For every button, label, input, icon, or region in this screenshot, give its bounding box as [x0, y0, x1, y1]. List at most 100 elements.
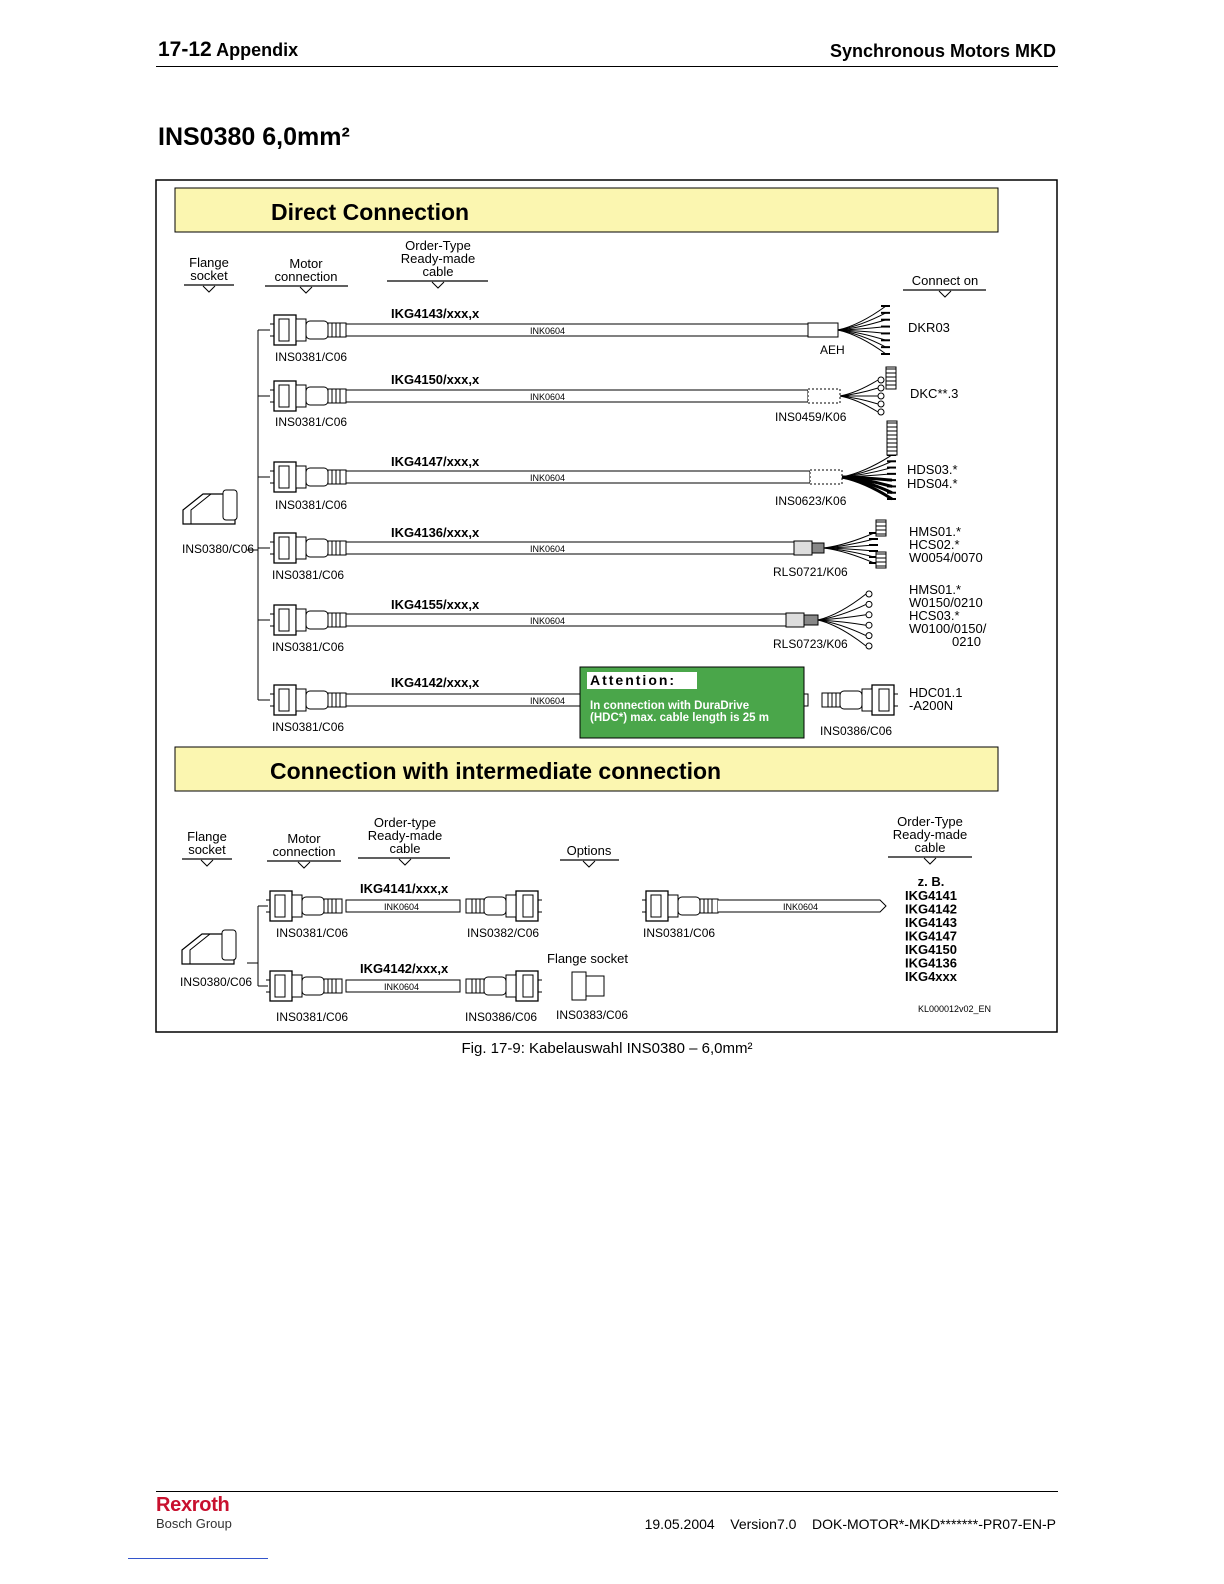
dkc-ring-terminal — [877, 376, 885, 384]
rexroth-logo: Rexroth — [156, 1494, 230, 1516]
footer-version: Version7.0 — [730, 1516, 797, 1532]
connector-gland — [323, 978, 343, 994]
target-device-label: HMS01.* — [909, 524, 961, 539]
order-type-header-arrow-icon — [431, 281, 445, 289]
motor-connection-header-2-text: connection — [273, 844, 336, 859]
socket-flange — [221, 929, 237, 961]
flange-socket-option-label: INS0383/C06 — [556, 1008, 628, 1022]
example-header: z. B. — [918, 874, 945, 889]
order-type-header-text: Ready-made — [401, 251, 475, 266]
order-type-header-2-text: cable — [389, 841, 420, 856]
socket-edge — [190, 493, 212, 524]
order-type-header-2-arrow-icon — [398, 858, 412, 866]
motor-connector-icon — [270, 532, 347, 564]
cable-type-label: INK0604 — [530, 326, 565, 336]
connect-on-header-arrow-icon — [938, 290, 952, 298]
motor-connector-icon — [270, 461, 347, 493]
target-device-label: DKR03 — [908, 320, 950, 335]
example-order-type: IKG4142 — [905, 902, 957, 917]
connector-collar — [667, 894, 679, 918]
attention-text: In connection with DuraDrive — [590, 700, 749, 712]
connector-collar — [505, 894, 517, 918]
connector-gland — [465, 898, 485, 914]
motor-connection-label: INS0381/C06 — [272, 720, 344, 734]
flange-socket-header-2-text: socket — [188, 842, 226, 857]
flange-socket-option-title: Flange socket — [547, 951, 628, 966]
footer-doc-id: DOK-MOTOR*-MKD*******-PR07-EN-P — [811, 1516, 1056, 1532]
flange-socket-option-body — [585, 975, 605, 997]
target-device-label: W0150/0210 — [909, 595, 983, 610]
direct-connection-title: Direct Connection — [271, 199, 469, 225]
motor-connection-label: INS0381/C06 — [272, 568, 344, 582]
motor-connector-icon — [270, 314, 347, 346]
motor-connector-icon-2 — [266, 890, 343, 922]
right-cable-type-label: INK0604 — [783, 902, 818, 912]
connector-face — [278, 688, 290, 712]
order-type-header-2-text: Order-type — [374, 815, 436, 830]
footer-link-line[interactable] — [128, 1558, 268, 1559]
target-device-label: 0210 — [952, 634, 981, 649]
connector-nut — [483, 976, 507, 996]
direct-connection-banner — [174, 187, 999, 233]
connector-collar — [861, 688, 873, 712]
connector-collar — [295, 384, 307, 408]
document-title: Synchronous Motors MKD — [829, 41, 1056, 61]
motor-connector-icon — [270, 380, 347, 412]
footer-info: 19.05.2004 Version7.0 DOK-MOTOR*-MKD****… — [645, 1516, 1056, 1532]
connector-gland — [699, 898, 719, 914]
flange-socket-icon — [182, 489, 238, 525]
hcs-ring-terminal — [865, 611, 873, 619]
coupling-connector-label: INS0386/C06 — [465, 1010, 537, 1024]
dkc-wire — [839, 395, 879, 413]
connector-gland — [327, 540, 347, 556]
connector-face — [278, 608, 290, 632]
motor-connection-label-2: INS0381/C06 — [276, 926, 348, 940]
attention-title: Attention: — [590, 672, 676, 688]
figure-frame — [155, 179, 1058, 1033]
dkc-ring-terminal — [877, 384, 885, 392]
target-device-label: HCS02.* — [909, 537, 960, 552]
end-connector-label: INS0623/K06 — [775, 494, 847, 508]
cable-order-type: IKG4142/xxx,x — [391, 675, 480, 690]
target-device-label: HDS03.* — [907, 462, 958, 477]
cable-order-type: IKG4143/xxx,x — [391, 306, 480, 321]
cable-type-label: INK0604 — [530, 616, 565, 626]
order-type-header-text: cable — [422, 264, 453, 279]
dkc-wire — [839, 379, 879, 397]
hms-plug-lower — [875, 551, 887, 569]
rls-sleeve — [793, 540, 813, 556]
motor-connection-label: INS0381/C06 — [275, 415, 347, 429]
connector-gland — [327, 612, 347, 628]
end-connector-label: INS0459/K06 — [775, 410, 847, 424]
hdc-connector-icon — [821, 684, 898, 716]
dkc-plug — [885, 366, 897, 390]
connector-gland — [327, 469, 347, 485]
flange-socket-header-arrow-icon — [202, 285, 216, 293]
cable-order-type: IKG4147/xxx,x — [391, 454, 480, 469]
connector-nut — [305, 538, 329, 558]
example-order-type: IKG4147 — [905, 929, 957, 944]
connector-gland — [821, 692, 841, 708]
cable-order-type: IKG4150/xxx,x — [391, 372, 480, 387]
connector-face — [650, 894, 662, 918]
connector-face — [278, 465, 290, 489]
order-type-right-header-text: Order-Type — [897, 814, 963, 829]
coupling-connector-label: INS0382/C06 — [467, 926, 539, 940]
dkc-ring-terminal — [877, 400, 885, 408]
hms-plug-upper — [875, 519, 887, 537]
cable-order-type-2: IKG4142/xxx,x — [360, 961, 449, 976]
connector-gland — [327, 692, 347, 708]
hms-wire — [823, 547, 875, 564]
right-motor-connector-icon — [642, 890, 719, 922]
order-type-header-text: Order-Type — [405, 238, 471, 253]
cable-line-2 — [345, 979, 461, 993]
target-device-label: HCS03.* — [909, 608, 960, 623]
cable-type-label: INK0604 — [530, 696, 565, 706]
connector-collar — [295, 608, 307, 632]
motor-connection-header-2-arrow-icon — [297, 861, 311, 869]
connector-face — [274, 974, 286, 998]
dkc-ring-terminal — [877, 392, 885, 400]
cable-line — [345, 389, 809, 403]
connector-collar — [295, 318, 307, 342]
order-type-right-header-arrow-icon — [923, 857, 937, 865]
